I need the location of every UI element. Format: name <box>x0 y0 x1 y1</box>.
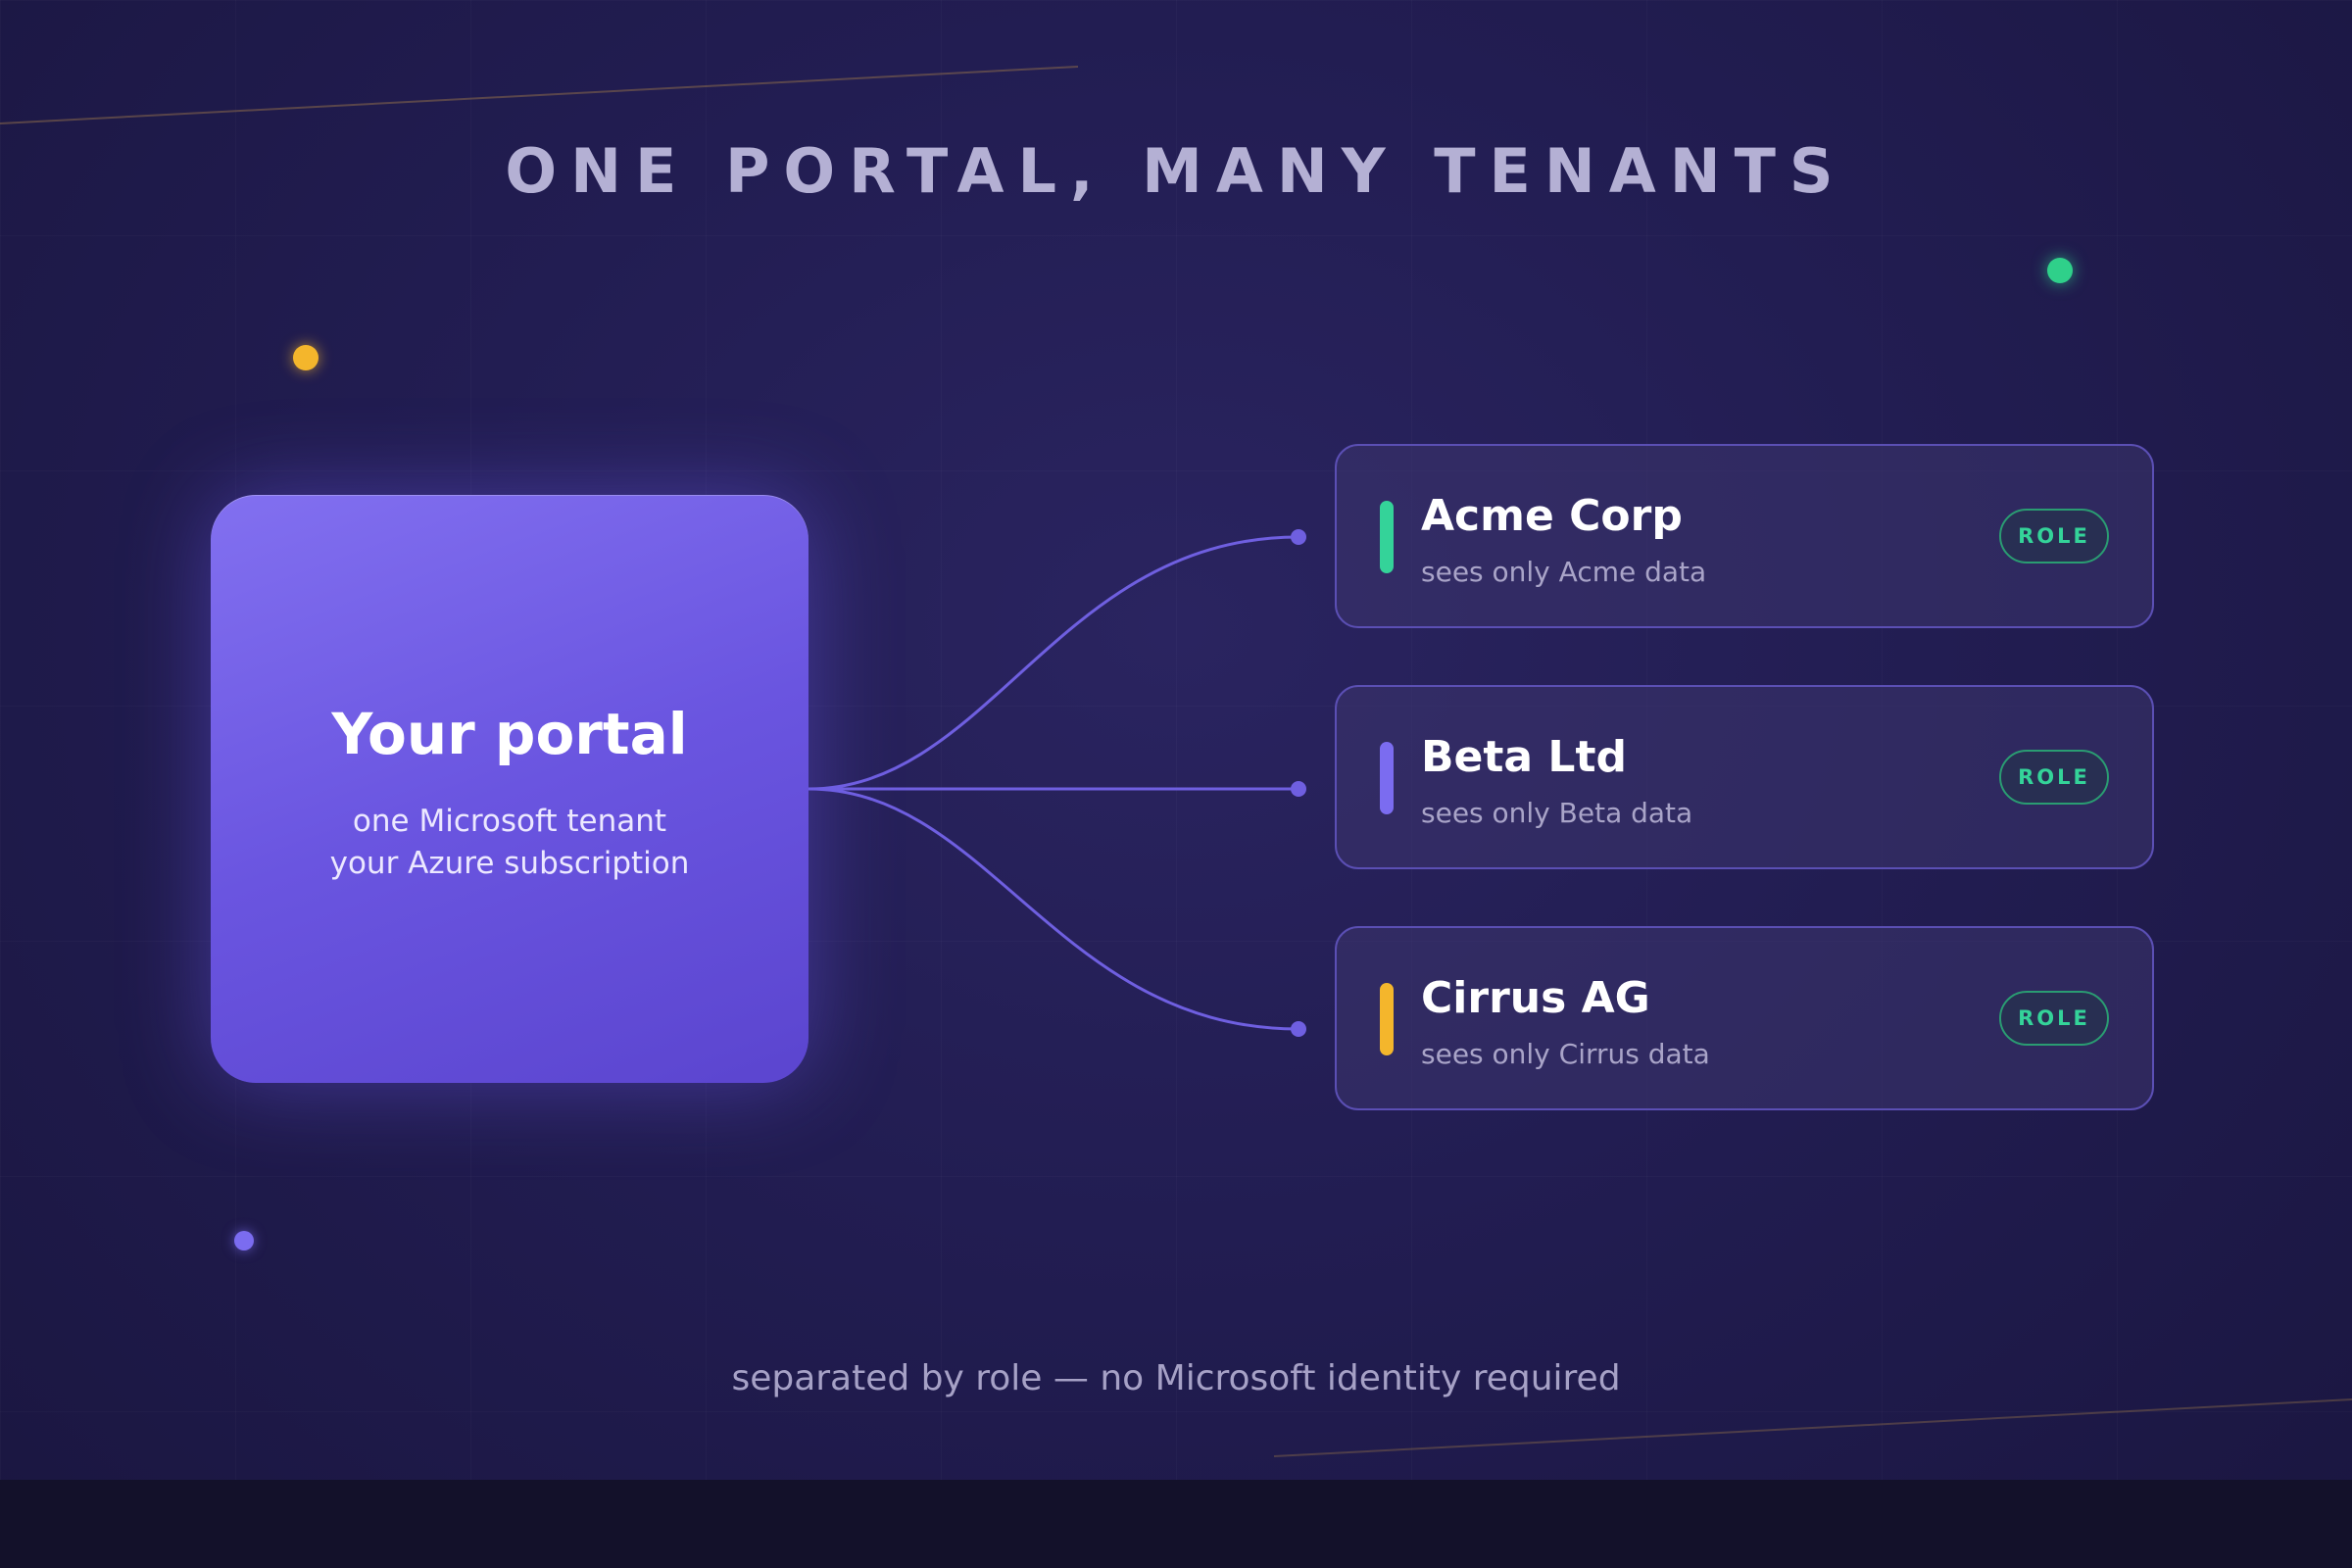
decor-dot-green <box>2047 258 2073 283</box>
tenant-subtitle: sees only Cirrus data <box>1421 1038 1710 1070</box>
connector-line-acme <box>808 535 1299 791</box>
decor-line-top <box>0 66 1079 124</box>
tenant-accent-bar <box>1380 501 1394 573</box>
role-badge: ROLE <box>1999 750 2109 805</box>
tenant-name: Cirrus AG <box>1421 973 1650 1023</box>
tenant-name: Acme Corp <box>1421 491 1683 541</box>
tenant-subtitle: sees only Acme data <box>1421 556 1707 588</box>
tenant-subtitle: sees only Beta data <box>1421 797 1693 829</box>
tenant-card-beta: Beta Ltd sees only Beta data ROLE <box>1335 685 2154 869</box>
portal-subscription-text: your Azure subscription <box>329 846 690 881</box>
tenant-card-cirrus: Cirrus AG sees only Cirrus data ROLE <box>1335 926 2154 1110</box>
connector-endpoint-acme <box>1291 529 1306 545</box>
bottom-band <box>0 1480 2352 1568</box>
tenant-accent-bar <box>1380 983 1394 1055</box>
decor-dot-purple <box>234 1231 254 1250</box>
tenant-name: Beta Ltd <box>1421 732 1627 782</box>
footer-caption: separated by role — no Microsoft identit… <box>731 1358 1621 1398</box>
connector-endpoint-beta <box>1291 781 1306 797</box>
role-badge: ROLE <box>1999 509 2109 564</box>
decor-line-bottom <box>1273 1398 2352 1457</box>
portal-node: Your portal one Microsoft tenant your Az… <box>211 495 808 1083</box>
connector-line-cirrus <box>808 787 1299 1031</box>
portal-tenant-text: one Microsoft tenant <box>352 804 667 839</box>
decor-dot-yellow <box>293 345 318 370</box>
diagram-title: ONE PORTAL, MANY TENANTS <box>505 135 1847 207</box>
connector-endpoint-cirrus <box>1291 1021 1306 1037</box>
role-badge: ROLE <box>1999 991 2109 1046</box>
portal-title: Your portal <box>331 701 688 767</box>
tenant-accent-bar <box>1380 742 1394 814</box>
tenant-card-acme: Acme Corp sees only Acme data ROLE <box>1335 444 2154 628</box>
